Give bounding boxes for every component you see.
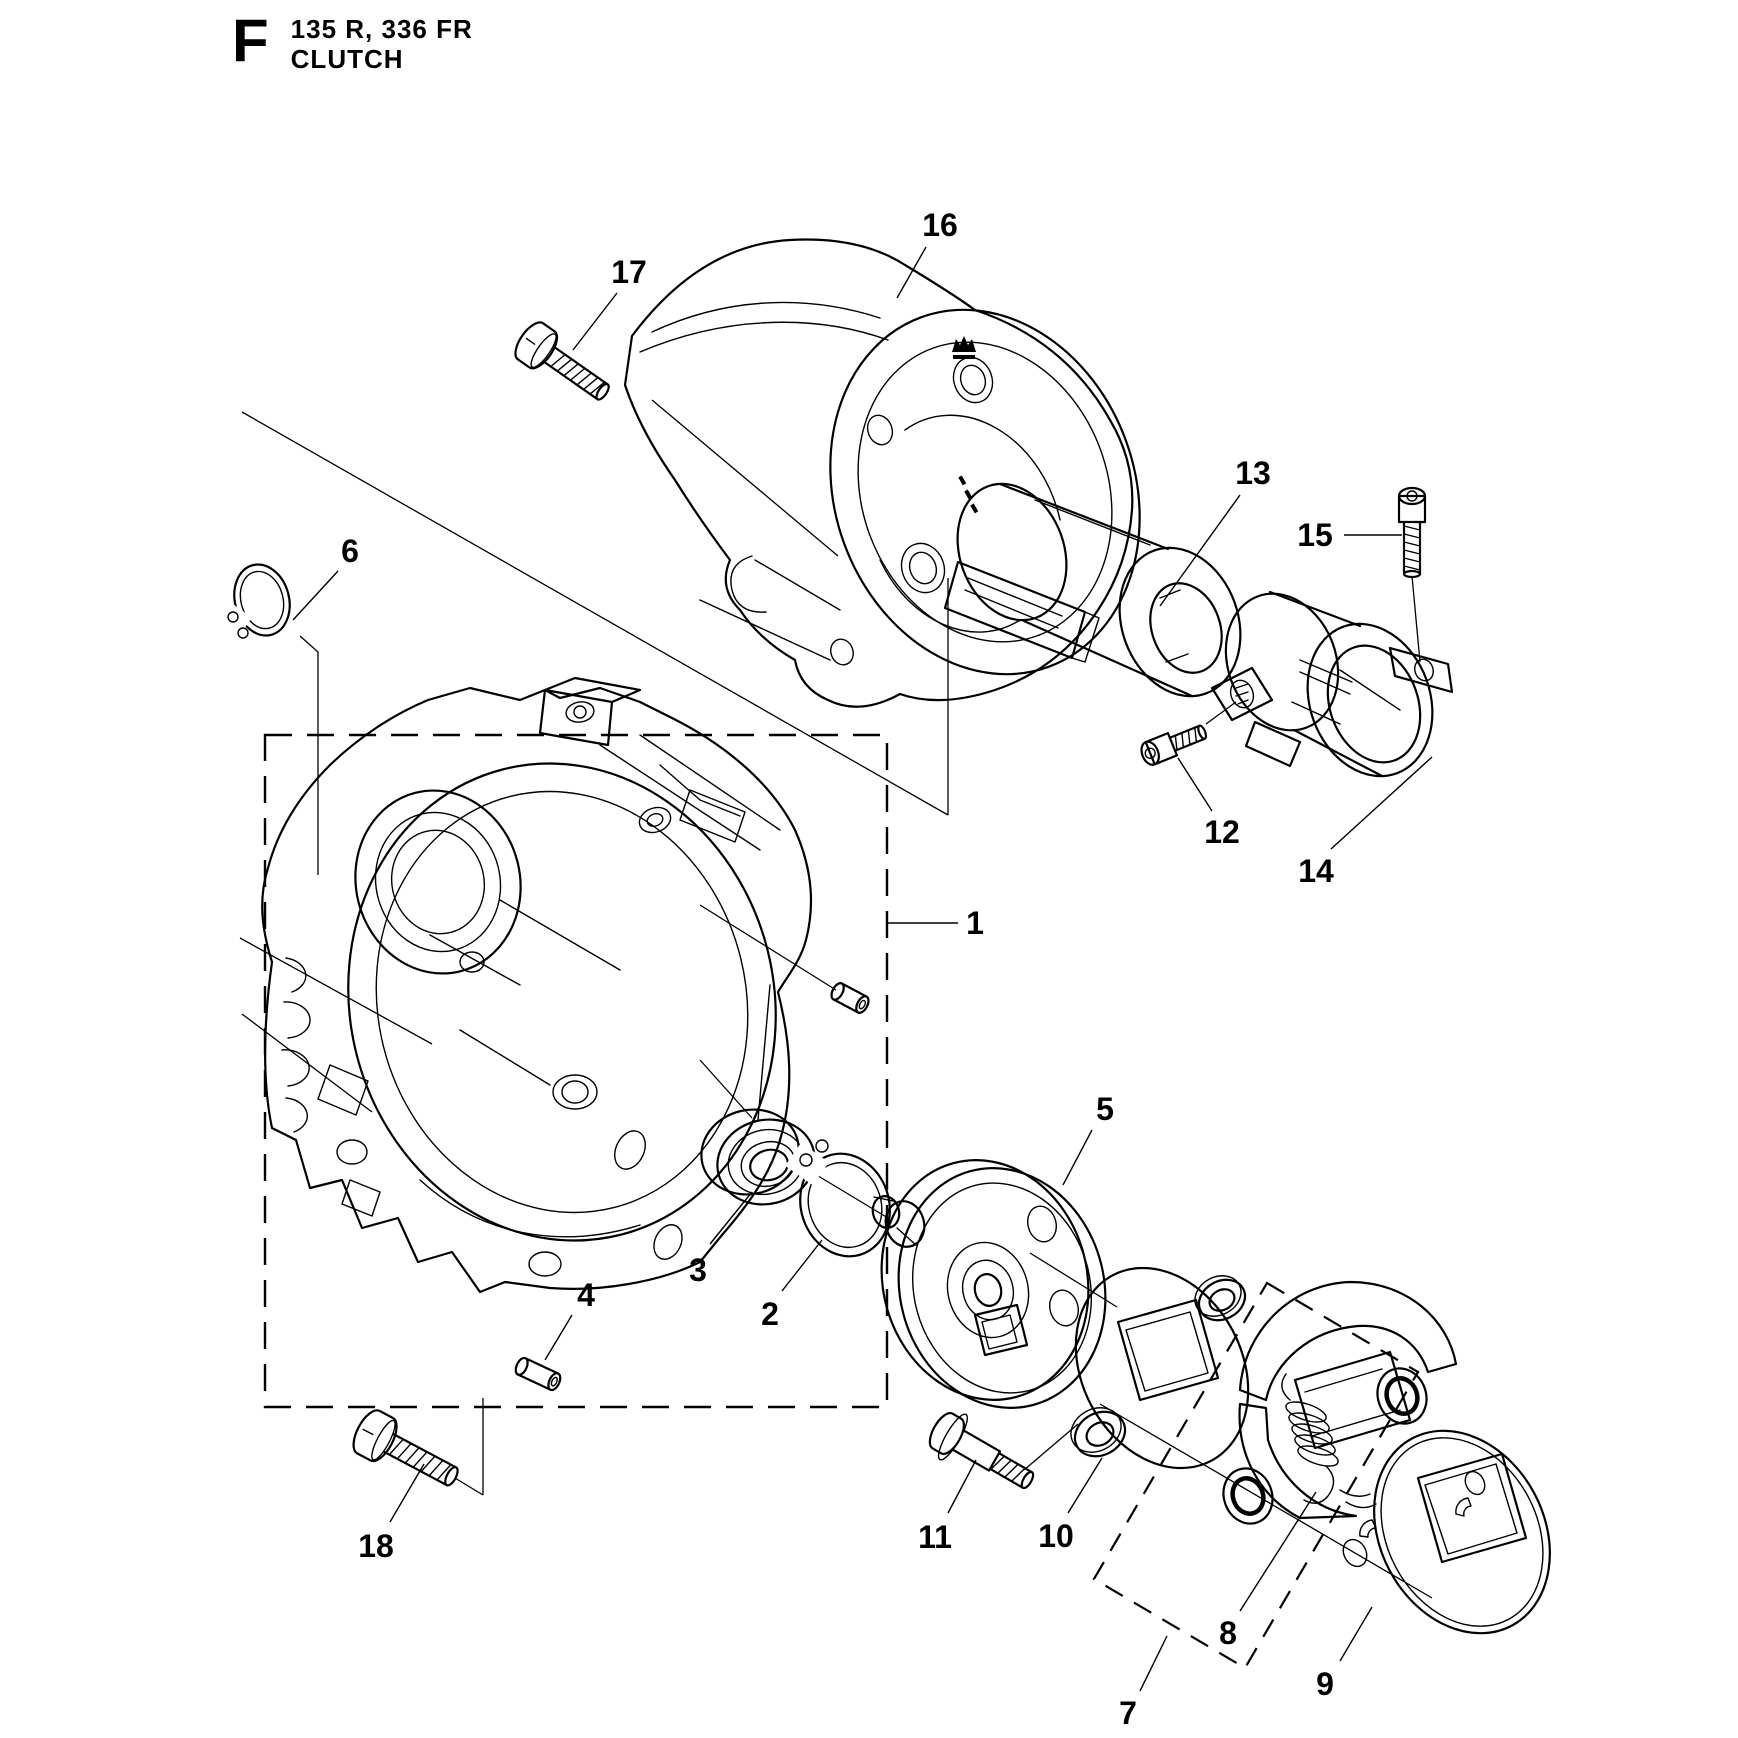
callout-leader-16	[896, 246, 927, 299]
callout-leader-14	[1330, 756, 1433, 850]
part-screw-15	[1397, 486, 1427, 579]
part-screw-12	[1140, 724, 1208, 766]
section-name: CLUTCH	[290, 44, 404, 74]
callout-leader-10	[1067, 1457, 1103, 1514]
part-carrier-plate-10	[1070, 1266, 1250, 1470]
callout-leader-17	[572, 292, 618, 351]
part-callout-2: 2	[761, 1296, 779, 1332]
model-names: 135 R, 336 FR	[290, 14, 473, 44]
figure-letter: F	[232, 7, 269, 74]
callout-leader-7	[1139, 1635, 1168, 1692]
part-dowel-pin-4	[514, 1356, 562, 1392]
callout-leader-2	[781, 1239, 823, 1292]
part-callout-5: 5	[1096, 1091, 1114, 1127]
callout-leader-4	[544, 1314, 573, 1361]
title-block: F 135 R, 336 FR CLUTCH	[232, 7, 473, 75]
husqvarna-crown-logo-icon	[952, 336, 976, 359]
part-callout-3: 3	[689, 1252, 707, 1288]
callout-leader-11	[947, 1459, 977, 1514]
part-callout-17: 17	[611, 254, 647, 290]
part-clutch-cover-16	[623, 238, 1141, 708]
part-callout-4: 4	[577, 1277, 595, 1313]
part-callout-6: 6	[341, 533, 359, 569]
assembly-axis-lines	[239, 399, 1433, 1599]
callout-leader-3	[709, 1191, 753, 1245]
part-callout-12: 12	[1204, 814, 1240, 850]
part-callout-1: 1	[966, 905, 984, 941]
callout-leader-8	[1239, 1491, 1317, 1612]
callout-leader-9	[1339, 1606, 1373, 1662]
part-cover-plate-9	[1342, 1429, 1551, 1635]
part-callout-11: 11	[918, 1519, 952, 1555]
part-callout-8: 8	[1219, 1615, 1237, 1651]
cover-stamp-marks	[958, 475, 979, 514]
part-screw-17	[514, 321, 610, 401]
callout-leader-6	[292, 570, 339, 621]
callout-leader-12	[1177, 757, 1213, 812]
part-callout-9: 9	[1316, 1666, 1334, 1702]
part-callout-7: 7	[1119, 1695, 1137, 1731]
part-crankcase-1	[261, 676, 813, 1294]
part-screw-18	[352, 1409, 459, 1487]
part-clamp-14	[1210, 590, 1454, 778]
part-callout-14: 14	[1298, 853, 1334, 889]
part-snap-ring-6	[218, 563, 291, 639]
part-callout-18: 18	[358, 1528, 394, 1564]
part-callout-16: 16	[922, 207, 958, 243]
crankcase-dashed-box	[263, 733, 889, 1409]
part-clutch-drum-5	[871, 1159, 1107, 1409]
part-callout-15: 15	[1297, 517, 1333, 553]
part-bolt-11	[928, 1412, 1035, 1490]
callout-leader-18	[389, 1463, 425, 1523]
part-callout-10: 10	[1038, 1518, 1074, 1554]
callout-leader-13	[1159, 494, 1241, 607]
clutch-spring-coil	[1281, 1373, 1339, 1504]
part-clutch-shoes-8	[1222, 1280, 1458, 1525]
part-callout-13: 13	[1235, 455, 1271, 491]
clutch-assembly-dashed-box	[1092, 1281, 1420, 1670]
callout-leader-5	[1062, 1129, 1093, 1186]
part-circlip-2	[785, 1139, 891, 1258]
part-dowel-pin-upper	[830, 982, 870, 1014]
part-sleeve-13	[943, 482, 1242, 698]
